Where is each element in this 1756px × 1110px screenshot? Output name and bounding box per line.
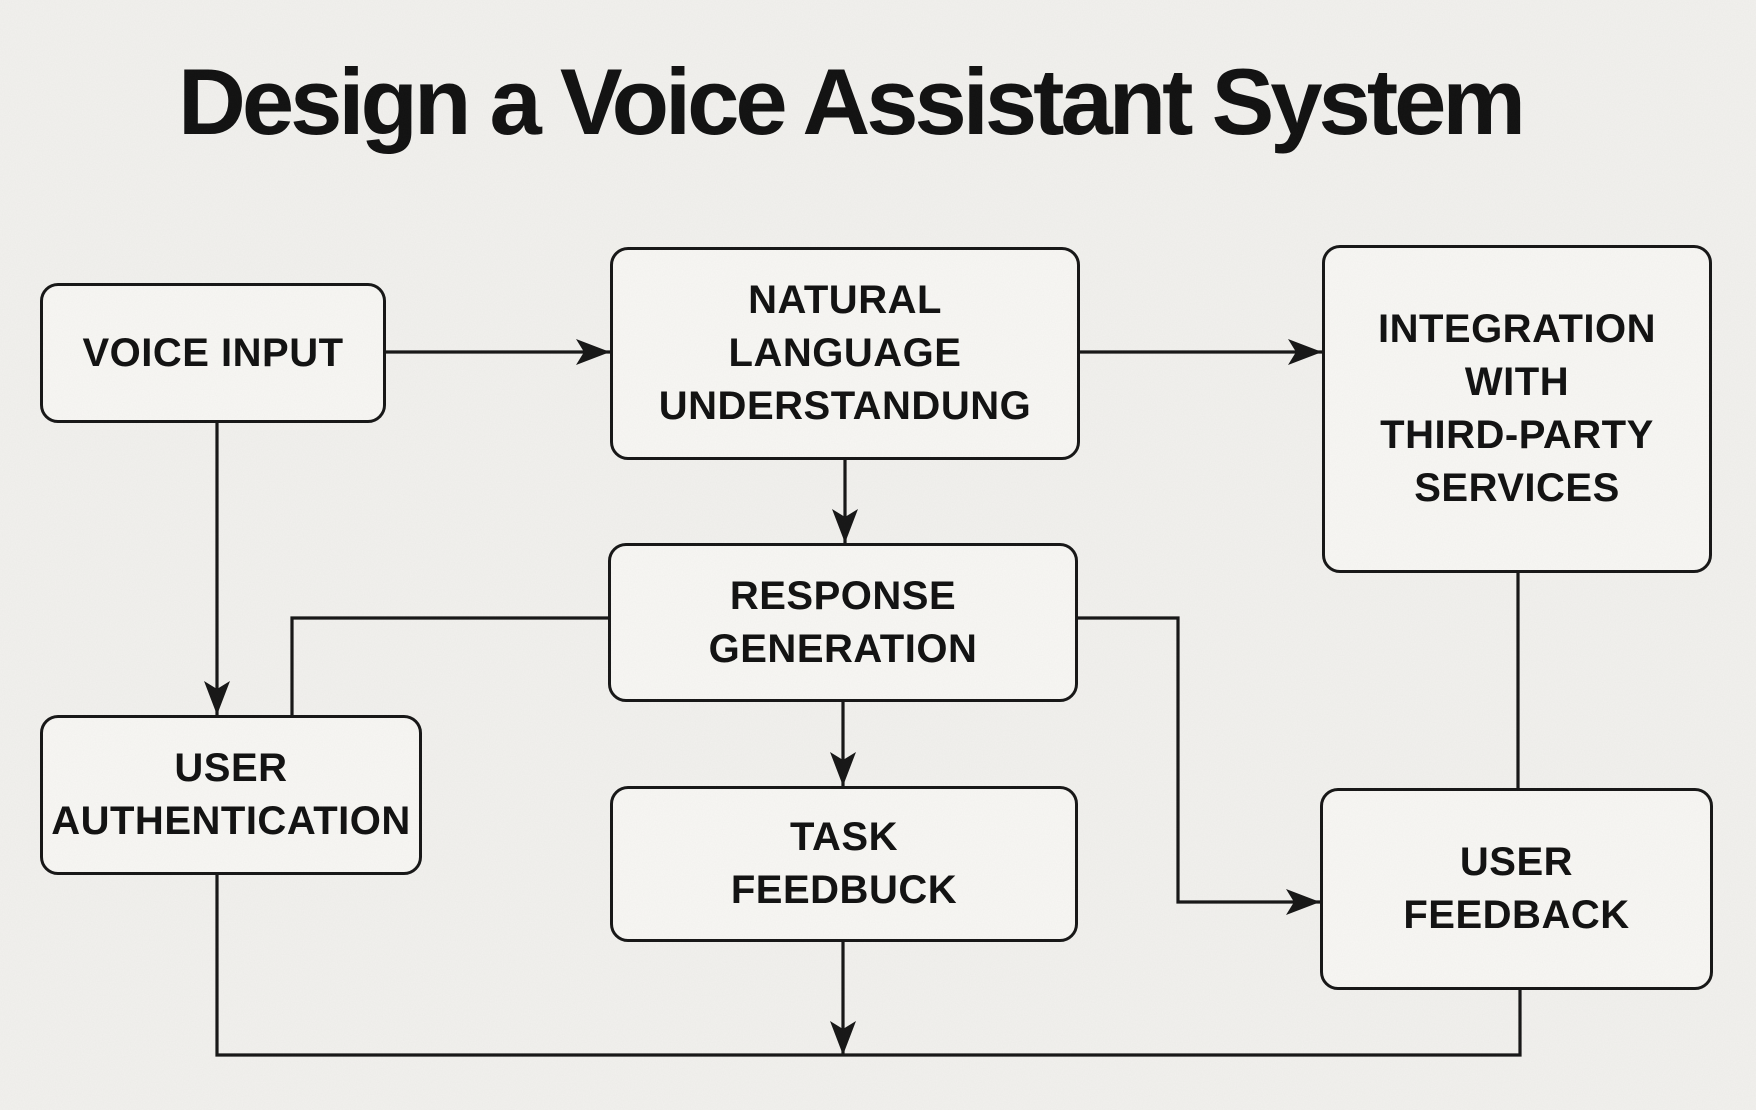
node-label-response-generation: RESPONSE GENERATION bbox=[708, 573, 978, 671]
edge-response-to-auth bbox=[290, 616, 608, 717]
node-label-user-authentication: USER AUTHENTICATION bbox=[51, 746, 411, 843]
node-label-natural-language-understanding: NATURAL LANGUAGE UNDERSTANDUNG bbox=[658, 278, 1032, 428]
node-user-feedback: USER FEEDBACK bbox=[1320, 788, 1713, 990]
node-user-authentication: USER AUTHENTICATION bbox=[40, 715, 422, 875]
node-natural-language-understanding: NATURAL LANGUAGE UNDERSTANDUNG bbox=[610, 247, 1080, 460]
node-label-task-feedback: TASK FEEDBUCK bbox=[730, 815, 958, 912]
node-voice-input: VOICE INPUT bbox=[40, 283, 386, 423]
node-response-generation: RESPONSE GENERATION bbox=[608, 543, 1078, 702]
node-label-user-feedback: USER FEEDBACK bbox=[1403, 840, 1630, 937]
edge-response-to-userfeedback bbox=[1078, 616, 1320, 915]
node-label-voice-input: VOICE INPUT bbox=[82, 330, 344, 375]
node-label-integration-with-third-party-services: INTEGRATION WITH THIRD-PARTY SERVICES bbox=[1377, 307, 1657, 510]
node-task-feedback: TASK FEEDBUCK bbox=[610, 786, 1078, 942]
node-integration-with-third-party-services: INTEGRATION WITH THIRD-PARTY SERVICES bbox=[1322, 245, 1712, 573]
